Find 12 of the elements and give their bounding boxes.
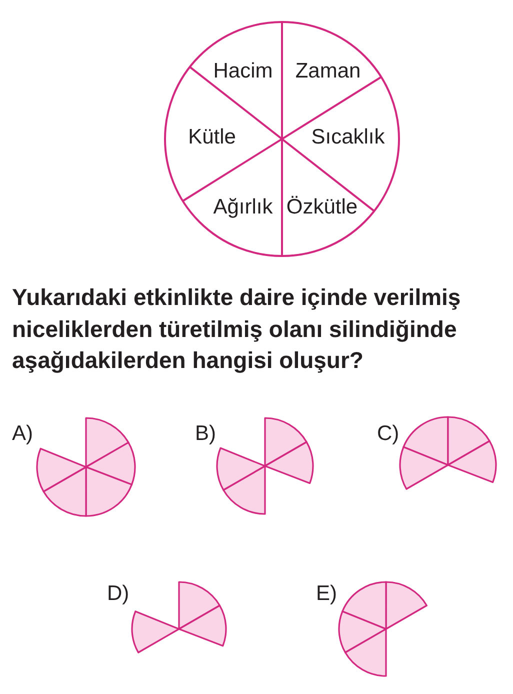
quantity-label: Hacim <box>213 60 273 82</box>
option-letter: A) <box>12 423 33 444</box>
quantity-label: Özkütle <box>286 196 358 218</box>
quantity-label: Kütle <box>188 126 236 148</box>
quantity-label: Zaman <box>295 60 361 82</box>
option-letter: B) <box>195 423 216 444</box>
option-letter: E) <box>316 583 337 604</box>
quantity-label: Ağırlık <box>213 196 273 218</box>
question-text: Yukarıdaki etkinlikte daire içinde verilmiş niceliklerden türetilmiş olanı silindiğinde aşağıdakilerden hangisi oluşur? <box>12 283 462 375</box>
option-letter: D) <box>107 583 130 604</box>
quantity-label: Sıcaklık <box>311 126 385 148</box>
option-letter: C) <box>377 423 400 444</box>
